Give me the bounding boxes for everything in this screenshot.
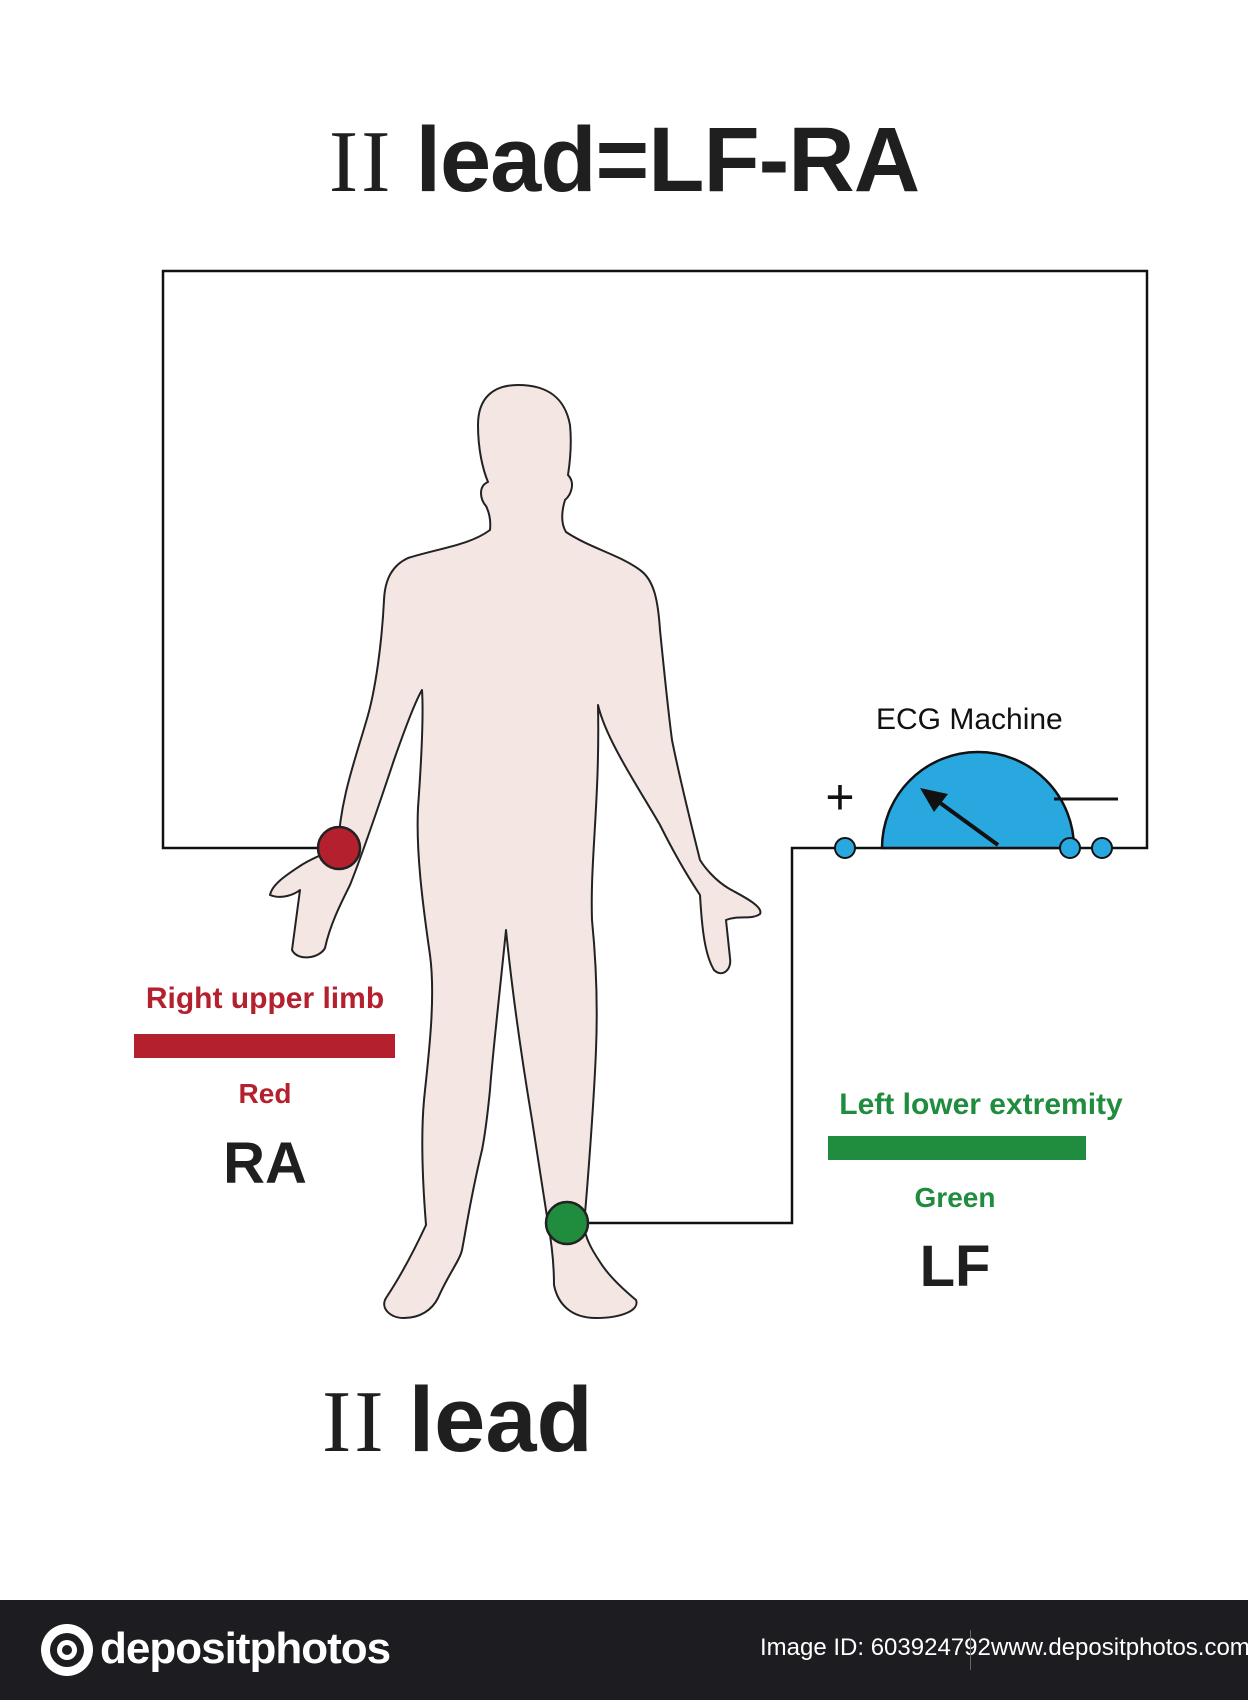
image-id: Image ID: 603924792 [760,1634,991,1661]
lead-ii-diagram: + [161,269,1149,1319]
ecg-needle-arrowhead-icon [920,788,948,812]
ecg-machine-label: ECG Machine [876,703,1063,736]
footer-divider [970,1630,971,1670]
lf-electrode [544,1200,590,1246]
ecg-machine-dial [880,750,1076,850]
ecg-plus-sign: + [825,769,854,825]
ra-code: RA [223,1131,307,1196]
ra-limb-name: Right upper limb [145,982,385,1015]
footer-bar: depositphotos Image ID: 603924792 www.de… [0,1600,1248,1700]
lf-color-bar [828,1136,1086,1160]
human-body-silhouette [269,384,762,1319]
ra-color-name: Red [238,1078,292,1109]
bottom-title-text: lead [408,1369,593,1471]
site-link[interactable]: www.depositphotos.com [991,1634,1248,1661]
ecg-positive-terminal [834,837,856,859]
title-numeral: II [328,114,394,211]
lf-limb-name: Left lower extremity [839,1088,1123,1121]
ra-color-bar [134,1034,395,1058]
camera-logo-icon [41,1624,93,1676]
ecg-negative-terminal [1059,837,1081,859]
brand-name: depositphotos [100,1624,391,1673]
ecg-needle [930,795,1000,847]
ecg-ground-terminal [1091,837,1113,859]
circuit-wire [161,269,1149,1225]
title-text: lead=LF-RA [415,109,920,211]
lf-color-name: Green [914,1182,996,1213]
bottom-title-numeral: II [322,1374,387,1471]
ra-electrode [316,825,362,871]
lf-code: LF [919,1234,991,1299]
